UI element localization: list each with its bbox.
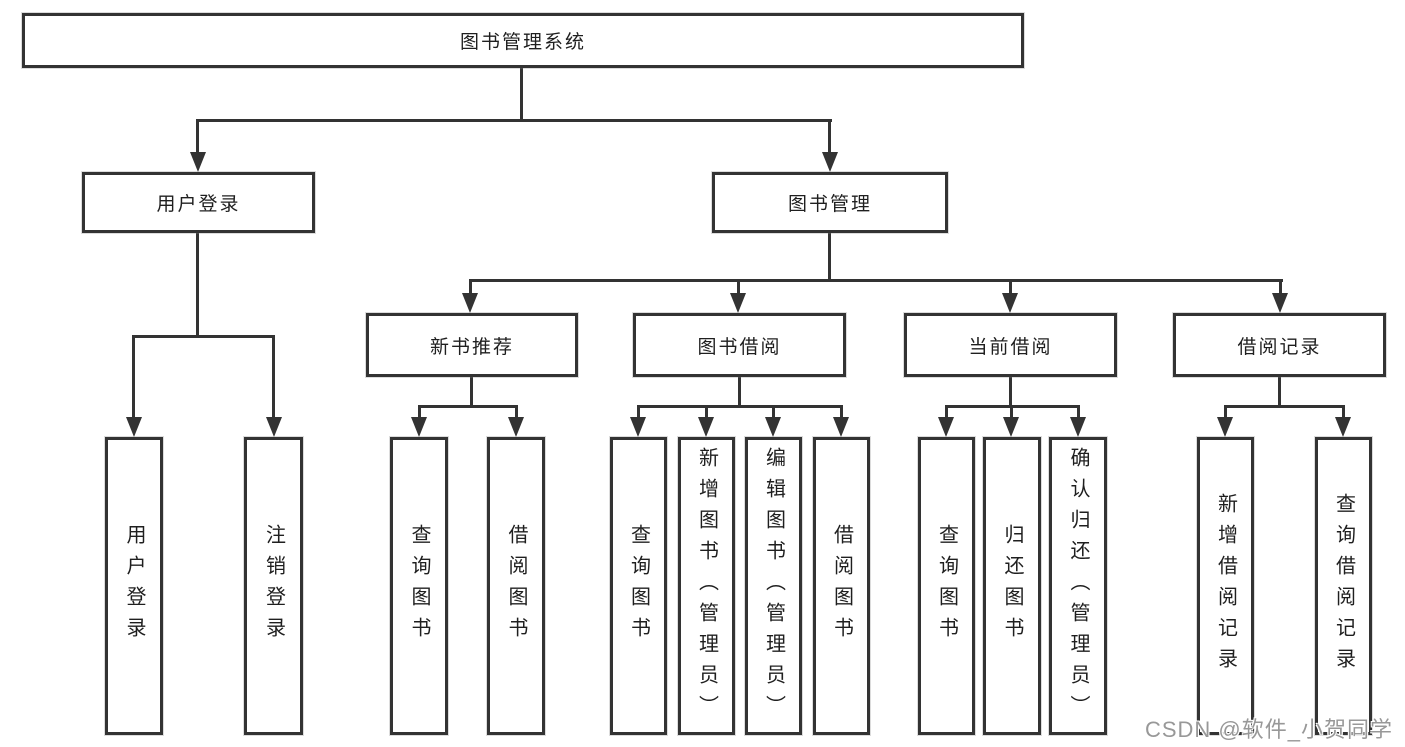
leaf-borrow-books-recommend: 借阅图书 [487, 437, 545, 735]
connector-line [705, 405, 708, 419]
leaf-return-books: 归还图书 [983, 437, 1041, 735]
leaf-label: 用户登录 [123, 524, 145, 648]
leaf-query-books-recommend: 查询图书 [390, 437, 448, 735]
leaf-edit-books-admin: 编辑图书（管理员） [745, 437, 802, 735]
connector-line [196, 233, 199, 337]
arrow-down-icon [266, 417, 282, 437]
leaf-add-books-admin: 新增图书（管理员） [678, 437, 735, 735]
connector-line [1224, 405, 1345, 408]
connector-line [132, 335, 275, 338]
connector-line [1278, 377, 1281, 407]
arrow-down-icon [1272, 293, 1288, 313]
arrow-down-icon [411, 417, 427, 437]
node-label: 当前借阅 [968, 336, 1053, 358]
leaf-borrow-books: 借阅图书 [813, 437, 870, 735]
connector-line [1009, 279, 1012, 295]
connector-line [1342, 405, 1345, 419]
connector-line [840, 405, 843, 419]
connector-line [1077, 405, 1080, 419]
arrow-down-icon [190, 152, 206, 172]
node-book-borrowing: 图书借阅 [633, 313, 846, 377]
connector-line [520, 68, 523, 121]
leaf-label: 查询借阅记录 [1332, 493, 1355, 679]
arrow-down-icon [630, 417, 646, 437]
node-label: 图书管理系统 [459, 32, 586, 53]
node-user-login: 用户登录 [82, 172, 315, 233]
connector-line [637, 405, 843, 408]
arrow-down-icon [833, 417, 849, 437]
arrow-down-icon [462, 293, 478, 313]
connector-line [272, 335, 275, 419]
node-new-book-recommend: 新书推荐 [366, 313, 578, 377]
leaf-label: 注销登录 [262, 524, 285, 648]
connector-line [196, 119, 199, 157]
arrow-down-icon [1217, 417, 1233, 437]
arrow-down-icon [730, 293, 746, 313]
connector-line [738, 377, 741, 407]
leaf-label: 查询图书 [935, 524, 958, 648]
connector-line [469, 279, 472, 295]
node-borrow-records: 借阅记录 [1173, 313, 1386, 377]
leaf-query-books-current: 查询图书 [918, 437, 975, 735]
leaf-label: 查询图书 [408, 524, 430, 648]
connector-line [828, 233, 831, 281]
connector-line [469, 279, 1283, 282]
connector-line [1279, 279, 1282, 295]
leaf-add-borrow-record: 新增借阅记录 [1197, 437, 1254, 735]
connector-line [1010, 405, 1013, 419]
leaf-query-books-borrowing: 查询图书 [610, 437, 667, 735]
node-label: 用户登录 [156, 194, 241, 215]
connector-line [196, 119, 832, 122]
leaf-confirm-return-admin: 确认归还（管理员） [1049, 437, 1107, 735]
connector-line [418, 405, 518, 408]
node-label: 图书借阅 [697, 336, 782, 358]
leaf-label: 归还图书 [1001, 524, 1023, 648]
connector-line [1009, 377, 1012, 407]
arrow-down-icon [938, 417, 954, 437]
csdn-watermark: CSDN @软件_小贺同学 [1144, 717, 1393, 742]
connector-line [772, 405, 775, 419]
arrow-down-icon [1335, 417, 1351, 437]
node-label: 图书管理 [787, 194, 872, 215]
connector-line [828, 119, 831, 157]
arrow-down-icon [1070, 417, 1086, 437]
connector-line [515, 405, 518, 419]
leaf-query-borrow-record: 查询借阅记录 [1315, 437, 1372, 735]
arrow-down-icon [126, 417, 142, 437]
node-label: 借阅记录 [1237, 336, 1322, 358]
leaf-label: 编辑图书（管理员） [762, 446, 785, 726]
leaf-label: 新增借阅记录 [1214, 493, 1237, 679]
leaf-label: 借阅图书 [505, 524, 527, 648]
leaf-logout: 注销登录 [244, 437, 303, 735]
leaf-label: 新增图书（管理员） [695, 446, 718, 726]
connector-line [737, 279, 740, 295]
connector-line [637, 405, 640, 419]
arrow-down-icon [508, 417, 524, 437]
leaf-label: 确认归还（管理员） [1067, 446, 1089, 726]
node-library-management-system: 图书管理系统 [22, 13, 1024, 68]
leaf-label: 借阅图书 [830, 524, 853, 648]
connector-line [1224, 405, 1227, 419]
arrow-down-icon [822, 152, 838, 172]
leaf-user-login: 用户登录 [105, 437, 163, 735]
connector-line [945, 405, 948, 419]
node-current-borrowing: 当前借阅 [904, 313, 1117, 377]
leaf-label: 查询图书 [627, 524, 650, 648]
connector-line [470, 377, 473, 407]
node-book-management: 图书管理 [712, 172, 948, 233]
arrow-down-icon [1003, 417, 1019, 437]
connector-line [132, 335, 135, 419]
arrow-down-icon [1002, 293, 1018, 313]
arrow-down-icon [698, 417, 714, 437]
arrow-down-icon [765, 417, 781, 437]
node-label: 新书推荐 [429, 336, 514, 358]
connector-line [418, 405, 421, 419]
